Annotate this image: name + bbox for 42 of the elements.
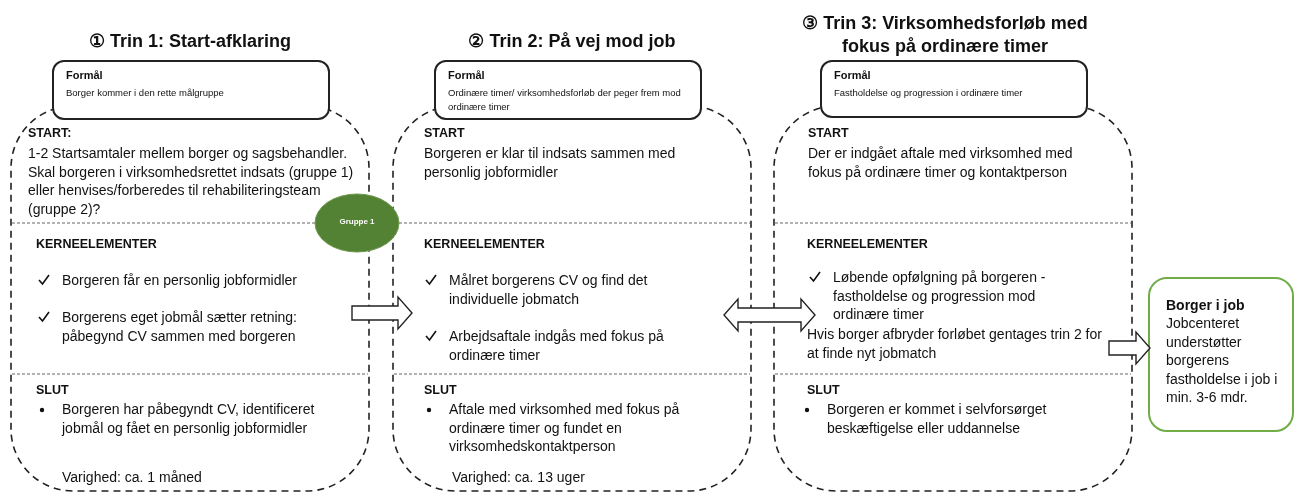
result-heading: Borger i job [1166, 296, 1246, 315]
check-item-text: Løbende opfølgning på borgeren - fastholdelse og progression mod ordinære timer [833, 268, 1047, 324]
step-title: ② Trin 2: På vej mod job [467, 30, 677, 53]
section-heading: KERNEELEMENTER [424, 236, 546, 253]
check-item-text: Arbejdsaftale indgås med fokus på ordinære timer [449, 327, 665, 364]
check-item-text: Borgerens eget jobmål sætter retning: påbegynd CV sammen med borgeren [62, 308, 298, 345]
group-label: Gruppe 1 [338, 216, 376, 228]
section-heading: START [808, 125, 850, 142]
body-text: Varighed: ca. 1 måned [62, 468, 203, 487]
block-arrow [351, 295, 413, 331]
bullet-item-text: Aftale med virksomhed med fokus på ordinære timer og fundet en virksomhedskontaktperson [449, 400, 681, 456]
purpose-text: Ordinære timer/ virksomhedsforløb der peger frem mod ordinære timer [448, 86, 682, 114]
block-arrow [1108, 330, 1151, 366]
purpose-heading: Formål [66, 68, 104, 82]
purpose-box [52, 60, 330, 120]
block-arrow [723, 297, 816, 333]
bullet-item-text: Borgeren har påbegyndt CV, identificeret jobmål og fået en personlig jobformidler [62, 400, 316, 437]
result-box [1148, 277, 1294, 432]
purpose-heading: Formål [448, 68, 486, 82]
purpose-box [820, 60, 1088, 118]
section-heading: START [424, 125, 466, 142]
result-text: Jobcenteret understøtter borgerens fastholdelse i job i min. 3-6 mdr. [1166, 314, 1279, 407]
body-text: 1-2 Startsamtaler mellem borger og sagsbehandler. Skal borgeren i virksomhedsrettet indsats (gruppe 1) eller henvises/forberedes til rehabiliteringsteam (gruppe 2)? [28, 144, 355, 218]
check-item-text: Borgeren får en personlig jobformidler [62, 271, 298, 290]
section-heading: SLUT [36, 382, 70, 399]
body-text: Varighed: ca. 13 uger [452, 468, 586, 487]
bullet-item-text: Borgeren er kommet i selvforsørget beskæftigelse eller uddannelse [827, 400, 1048, 437]
purpose-text: Borger kommer i den rette målgruppe [66, 86, 225, 100]
purpose-box [434, 60, 702, 120]
section-heading: SLUT [424, 382, 458, 399]
section-heading: START: [28, 125, 73, 142]
section-heading: KERNEELEMENTER [36, 236, 158, 253]
check-item-text: Målret borgerens CV og find det individuelle jobmatch [449, 271, 649, 308]
section-heading: SLUT [807, 382, 841, 399]
purpose-text: Fastholdelse og progression i ordinære timer [834, 86, 1024, 100]
purpose-heading: Formål [834, 68, 872, 82]
section-heading: KERNEELEMENTER [807, 236, 929, 253]
body-text: Borgeren er klar til indsats sammen med personlig jobformidler [424, 144, 677, 181]
step-title: ① Trin 1: Start-afklaring [87, 30, 292, 53]
body-text: Hvis borger afbryder forløbet gentages trin 2 for at finde nyt jobmatch [807, 325, 1102, 362]
step-title: ③ Trin 3: Virksomhedsforløb med fokus på ordinære timer [801, 12, 1089, 58]
body-text: Der er indgået aftale med virksomhed med fokus på ordinære timer og kontaktperson [808, 144, 1074, 181]
